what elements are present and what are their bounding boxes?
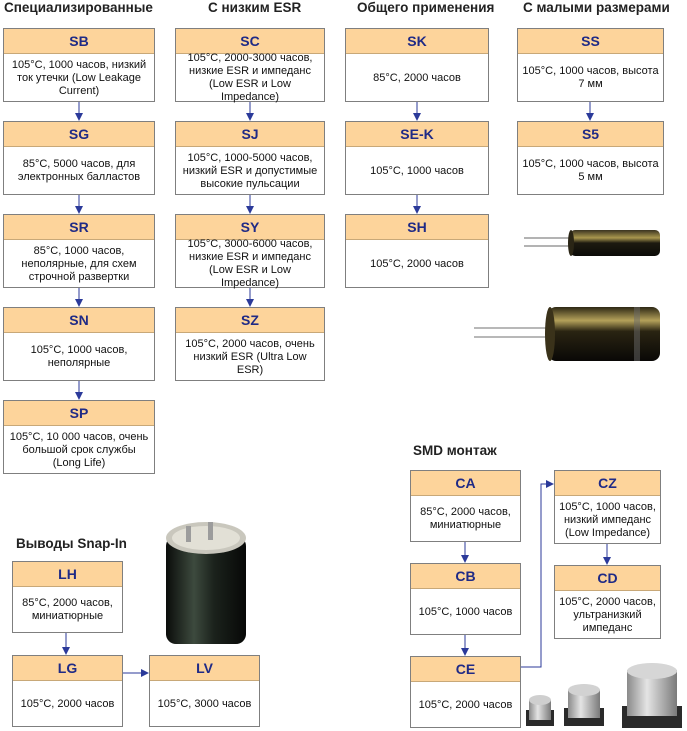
series-desc: 85°C, 2000 часов, миниатюрные xyxy=(420,506,511,531)
series-box-lg: LG 105°C, 2000 часов xyxy=(12,655,123,727)
series-desc: 105°C, 2000 часов xyxy=(370,257,464,270)
series-box-cz: CZ 105°C, 1000 часов, низкий импеданс (L… xyxy=(554,470,661,544)
series-code: SG xyxy=(4,122,154,147)
capacitor-radial-small-icon xyxy=(524,230,660,256)
series-code: LH xyxy=(13,562,122,587)
series-code: CZ xyxy=(555,471,660,496)
series-box-sh: SH 105°C, 2000 часов xyxy=(345,214,489,288)
series-desc: 105°C, 1000-5000 часов, низкий ESR и доп… xyxy=(182,151,318,190)
heading-low-esr: С низким ESR xyxy=(208,0,302,15)
heading-smd: SMD монтаж xyxy=(413,443,497,458)
series-box-sk: SK 85°C, 2000 часов xyxy=(345,28,489,102)
series-code: SN xyxy=(4,308,154,333)
series-desc: 105°C, 2000 часов, ультранизкий импеданс xyxy=(559,595,656,634)
series-box-ss: SS 105°C, 1000 часов, высота 7 мм xyxy=(517,28,664,102)
series-desc: 105°C, 1000 часов, неполярные xyxy=(30,344,128,369)
series-box-sj: SJ 105°C, 1000-5000 часов, низкий ESR и … xyxy=(175,121,325,195)
series-code: CB xyxy=(411,564,520,589)
series-box-lv: LV 105°C, 3000 часов xyxy=(149,655,260,727)
series-box-ce: CE 105°C, 2000 часов xyxy=(410,656,521,728)
series-desc: 105°C, 1000 часов, низкий импеданс (Low … xyxy=(559,500,656,539)
series-desc: 105°C, 10 000 часов, очень большой срок … xyxy=(9,430,149,469)
series-box-sz: SZ 105°C, 2000 часов, очень низкий ESR (… xyxy=(175,307,325,381)
series-box-sp: SP 105°C, 10 000 часов, очень большой ср… xyxy=(3,400,155,474)
arrow-ce-cz xyxy=(521,480,554,668)
series-box-cb: CB 105°C, 1000 часов xyxy=(410,563,521,635)
series-desc: 105°C, 2000-3000 часов, низкие ESR и имп… xyxy=(187,52,313,103)
heading-general: Общего применения xyxy=(357,0,495,15)
series-box-sg: SG 85°C, 5000 часов, для электронных бал… xyxy=(3,121,155,195)
series-desc: 105°C, 1000 часов xyxy=(370,164,464,177)
series-desc: 85°C, 5000 часов, для электронных баллас… xyxy=(17,158,141,183)
series-code: CE xyxy=(411,657,520,682)
series-code: SB xyxy=(4,29,154,54)
series-desc: 105°C, 2000 часов, очень низкий ESR (Ult… xyxy=(185,337,315,376)
series-desc: 105°C, 2000 часов xyxy=(418,698,513,711)
series-box-cd: CD 105°C, 2000 часов, ультранизкий импед… xyxy=(554,565,661,639)
series-desc: 105°C, 1000 часов, высота 7 мм xyxy=(522,65,659,90)
series-code: LV xyxy=(150,656,259,681)
series-desc: 105°C, 1000 часов, низкий ток утечки (Lo… xyxy=(11,58,147,97)
series-code: LG xyxy=(13,656,122,681)
heading-specialized: Специализированные xyxy=(4,0,153,15)
series-code: SE-K xyxy=(346,122,488,147)
series-box-sn: SN 105°C, 1000 часов, неполярные xyxy=(3,307,155,381)
series-box-se-k: SE-K 105°C, 1000 часов xyxy=(345,121,489,195)
series-desc: 105°C, 1000 часов, высота 5 мм xyxy=(522,158,659,183)
series-desc: 85°C, 1000 часов, неполярные, для схем с… xyxy=(21,244,137,283)
series-code: CD xyxy=(555,566,660,591)
series-box-sr: SR 85°C, 1000 часов, неполярные, для схе… xyxy=(3,214,155,288)
series-desc: 105°C, 1000 часов xyxy=(418,605,513,618)
capacitor-snapin-icon xyxy=(166,522,246,644)
series-code: SH xyxy=(346,215,488,240)
series-code: SP xyxy=(4,401,154,426)
series-code: SR xyxy=(4,215,154,240)
series-code: SJ xyxy=(176,122,324,147)
series-desc: 85°C, 2000 часов, миниатюрные xyxy=(22,597,113,622)
series-box-ca: CA 85°C, 2000 часов, миниатюрные xyxy=(410,470,521,542)
series-code: S5 xyxy=(518,122,663,147)
series-code: SC xyxy=(176,29,324,54)
series-box-sc: SC 105°C, 2000-3000 часов, низкие ESR и … xyxy=(175,28,325,103)
heading-small: С малыми размерами xyxy=(523,0,670,15)
series-box-sy: SY 105°C, 3000-6000 часов, низкие ESR и … xyxy=(175,214,325,289)
series-desc: 85°C, 2000 часов xyxy=(373,71,461,84)
heading-snapin: Выводы Snap-In xyxy=(16,536,127,551)
series-box-lh: LH 85°C, 2000 часов, миниатюрные xyxy=(12,561,123,633)
series-code: SK xyxy=(346,29,488,54)
series-code: SZ xyxy=(176,308,324,333)
series-code: SY xyxy=(176,215,324,240)
capacitor-smd-icon xyxy=(526,663,682,728)
series-box-s5: S5 105°C, 1000 часов, высота 5 мм xyxy=(517,121,664,195)
series-desc: 105°C, 2000 часов xyxy=(20,697,115,710)
capacitor-radial-large-icon xyxy=(474,307,660,361)
series-desc: 105°C, 3000-6000 часов, низкие ESR и имп… xyxy=(187,238,313,289)
series-desc: 105°C, 3000 часов xyxy=(157,697,252,710)
series-box-sb: SB 105°C, 1000 часов, низкий ток утечки … xyxy=(3,28,155,102)
series-code: SS xyxy=(518,29,663,54)
series-code: CA xyxy=(411,471,520,496)
